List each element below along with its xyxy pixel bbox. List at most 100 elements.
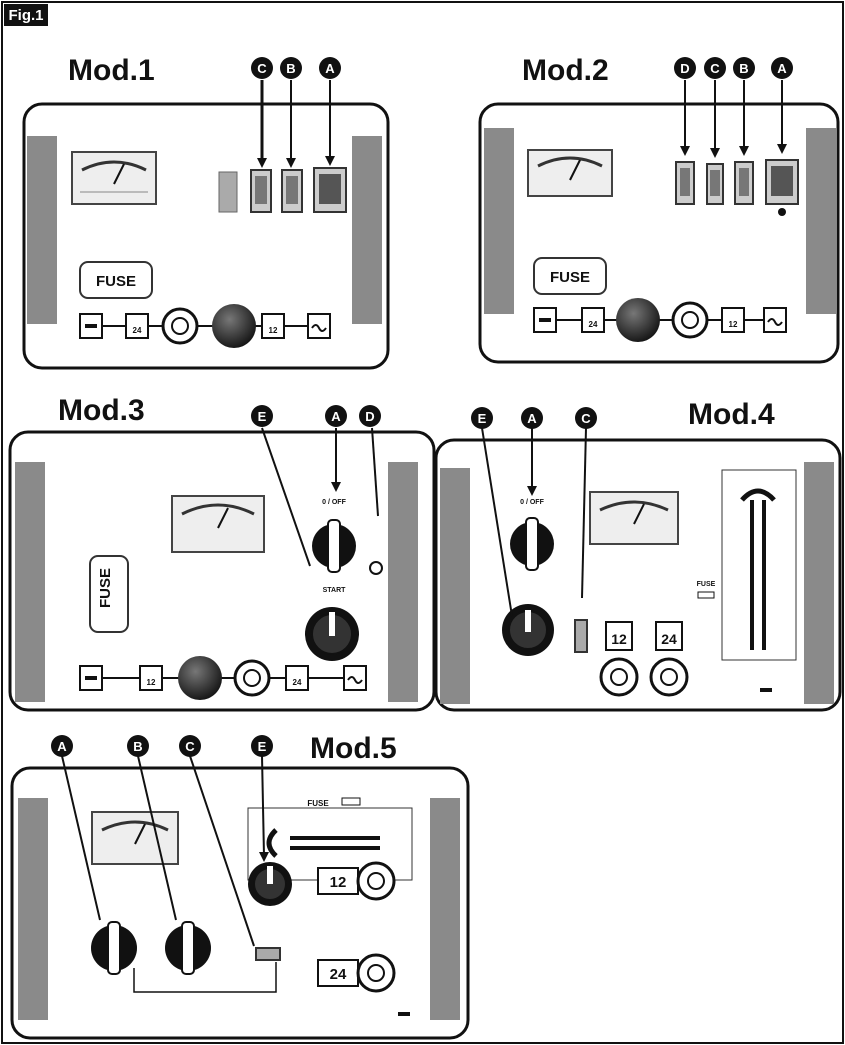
switch-b[interactable] [281, 169, 303, 213]
panel-mod4: Mod.4 FUSE 0 / OFF 12 [434, 398, 842, 712]
panel-mod1: Mod.1 [22, 54, 390, 370]
svg-text:C: C [185, 739, 195, 754]
clamp-knob[interactable] [178, 656, 222, 700]
clamp-knob[interactable] [616, 298, 660, 342]
callout-a: A [319, 57, 341, 79]
svg-text:D: D [680, 61, 689, 76]
side-bar-left [27, 136, 57, 324]
terminal-negative [79, 665, 103, 691]
switch-c[interactable] [574, 619, 588, 653]
callout-c: C [179, 735, 201, 757]
selector-knob-b[interactable] [165, 921, 211, 975]
selector-knob-a[interactable] [91, 921, 137, 975]
svg-text:B: B [133, 739, 142, 754]
ac-input-icon [343, 665, 367, 691]
clamp-knob[interactable] [212, 304, 256, 348]
ammeter [71, 151, 157, 205]
callout-c: C [251, 57, 273, 79]
panel-title: Mod.2 [522, 54, 609, 87]
switch-a[interactable] [313, 167, 347, 213]
svg-text:12: 12 [147, 678, 156, 687]
socket-24: 24 [649, 621, 689, 697]
wrench-box [721, 469, 797, 661]
knob-start-label: START [323, 587, 347, 594]
svg-text:B: B [739, 61, 748, 76]
svg-text:E: E [478, 411, 487, 426]
callout-c: C [704, 57, 726, 79]
svg-text:C: C [257, 61, 267, 76]
panel-mod5: Mod.5 FUSE [10, 732, 470, 1040]
side-bar-left [15, 462, 45, 702]
ac-input-icon [763, 307, 787, 333]
socket-label-24: 24 [125, 313, 149, 339]
svg-text:FUSE: FUSE [96, 273, 136, 290]
socket-12: 12 [599, 621, 639, 697]
side-bar-right [804, 462, 834, 704]
socket-label-12: 12 [261, 313, 285, 339]
side-bar-left [440, 468, 470, 704]
switch-c[interactable] [250, 169, 272, 213]
fuse-symbol [697, 591, 715, 599]
switch-c[interactable] [255, 947, 281, 961]
side-bar-right [388, 462, 418, 702]
ammeter [527, 149, 613, 197]
side-bar-left [484, 128, 514, 314]
callout-b: B [733, 57, 755, 79]
svg-text:A: A [331, 409, 341, 424]
timer-knob[interactable] [502, 604, 554, 656]
callout-e: E [251, 735, 273, 757]
panel-mod3: Mod.3 FUSE 0 / OFF START E [8, 394, 436, 712]
panel-mod2: Mod.2 [478, 54, 840, 364]
device-body [22, 102, 390, 370]
fuse-label: FUSE [697, 581, 716, 588]
callout-d: D [674, 57, 696, 79]
svg-text:24: 24 [133, 326, 142, 335]
socket-output [161, 307, 199, 345]
svg-text:B: B [286, 61, 295, 76]
svg-text:12: 12 [611, 631, 627, 647]
svg-text:A: A [325, 61, 335, 76]
svg-text:24: 24 [589, 320, 598, 329]
socket-output [671, 301, 709, 339]
svg-text:A: A [527, 411, 537, 426]
callout-e: E [251, 405, 273, 427]
svg-text:12: 12 [269, 326, 278, 335]
socket-label-24: 24 [285, 665, 309, 691]
panel-title: Mod.5 [310, 732, 397, 765]
timer-knob[interactable] [248, 862, 292, 906]
callout-d: D [359, 405, 381, 427]
svg-text:E: E [258, 409, 267, 424]
ammeter [171, 495, 265, 553]
knob-off-label: 0 / OFF [520, 499, 544, 506]
switch-c[interactable] [706, 163, 724, 205]
callout-c: C [575, 407, 597, 429]
svg-text:FUSE: FUSE [550, 269, 590, 286]
ammeter [589, 491, 679, 545]
indicator-lamp [218, 171, 238, 213]
fuse-holder: FUSE [533, 257, 607, 295]
switch-a[interactable] [765, 159, 799, 216]
panel-title: Mod.1 [68, 54, 155, 87]
side-bar-right [806, 128, 836, 314]
pilot-lamp [369, 561, 383, 575]
socket-label-12: 12 [139, 665, 163, 691]
svg-text:Fig.1: Fig.1 [8, 7, 43, 24]
svg-text:A: A [57, 739, 67, 754]
ac-input-icon [307, 313, 331, 339]
fuse-holder: FUSE [79, 261, 153, 299]
svg-text:24: 24 [330, 966, 347, 983]
callout-a: A [771, 57, 793, 79]
switch-d[interactable] [675, 161, 695, 205]
fuse-symbol [341, 797, 361, 806]
socket-12: 12 [317, 861, 396, 901]
ammeter [91, 811, 179, 865]
timer-knob[interactable] [305, 607, 359, 661]
socket-24: 24 [317, 953, 396, 993]
svg-text:A: A [777, 61, 787, 76]
callout-a: A [521, 407, 543, 429]
terminal-negative [79, 313, 103, 339]
socket-label-12: 12 [721, 307, 745, 333]
side-bar-right [352, 136, 382, 324]
switch-b[interactable] [734, 161, 754, 205]
